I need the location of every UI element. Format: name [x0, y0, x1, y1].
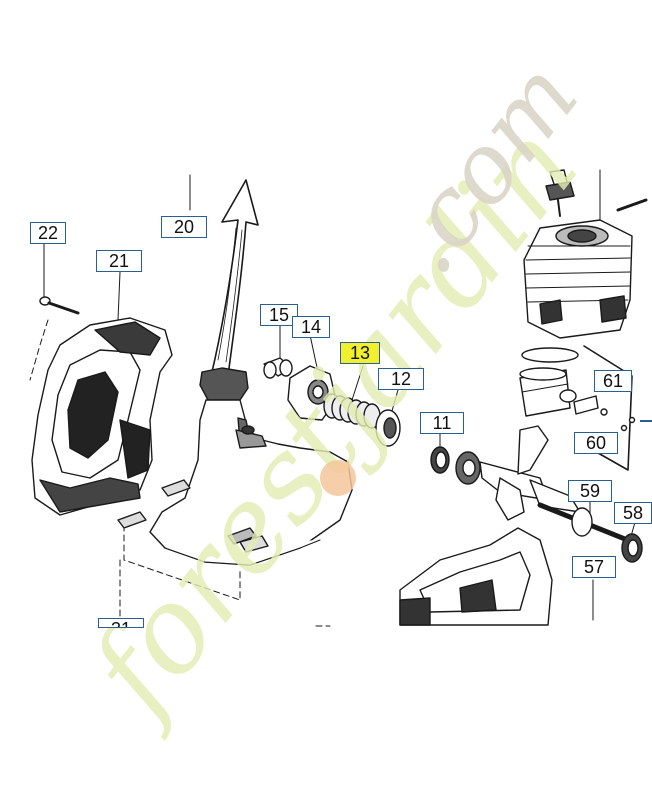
- screw-22: [39, 296, 80, 315]
- wrist-pin: [573, 395, 608, 416]
- crankshaft: [455, 425, 643, 548]
- part-label-11[interactable]: 11: [420, 412, 464, 434]
- piston: [519, 367, 577, 417]
- part-label-13[interactable]: 13: [340, 342, 380, 364]
- bushing-15: [263, 357, 293, 379]
- spring-13: [323, 393, 381, 429]
- fan-housing-21: [31, 317, 173, 516]
- arrow-20: [211, 179, 259, 377]
- crankcase-57: [399, 527, 553, 626]
- dashed-lines: [29, 319, 331, 627]
- part-label-14[interactable]: 14: [292, 316, 330, 338]
- cylinder-bolt: [616, 198, 648, 212]
- cylinder: [523, 219, 633, 339]
- gasket-bracket: [583, 345, 633, 471]
- rubber-feet: [117, 479, 269, 553]
- intake-tube: [149, 367, 353, 566]
- spark-plug: [545, 169, 575, 217]
- part-label-57[interactable]: 57: [572, 556, 616, 578]
- part-label-22[interactable]: 22: [30, 222, 66, 244]
- part-label-59[interactable]: 59: [568, 480, 612, 502]
- part-label-12[interactable]: 12: [378, 368, 424, 390]
- bearing-58: [621, 533, 643, 563]
- part-label-61[interactable]: 61: [594, 370, 632, 392]
- bearing-11: [430, 446, 450, 474]
- part-12: [375, 409, 401, 447]
- part-label-58[interactable]: 58: [614, 502, 652, 524]
- part-label-21[interactable]: 21: [96, 250, 142, 272]
- piston-ring: [521, 347, 579, 363]
- part-label-partial-edge[interactable]: [640, 420, 652, 422]
- part-label-15[interactable]: 15: [260, 304, 298, 326]
- part-label-31[interactable]: 31: [98, 618, 144, 628]
- part-label-20[interactable]: 20: [161, 216, 207, 238]
- part-label-60[interactable]: 60: [574, 432, 618, 454]
